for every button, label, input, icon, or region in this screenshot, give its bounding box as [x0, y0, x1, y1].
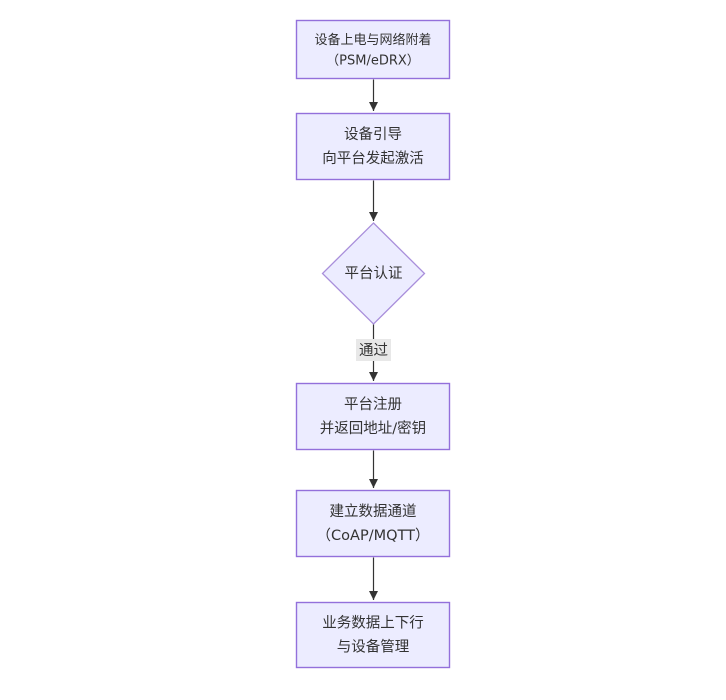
node-auth-decision: 平台认证	[321, 222, 426, 325]
node-auth-diamond	[321, 222, 426, 325]
node-power-attach-line1: 设备上电与网络附着	[314, 32, 431, 48]
node-register-line2: 并返回地址/密钥	[320, 420, 426, 437]
node-bootstrap-line1: 设备引导	[344, 126, 402, 143]
node-channel: 建立数据通道 （CoAP/MQTT）	[295, 489, 451, 558]
edge-label-pass-bg	[356, 339, 391, 361]
node-bootstrap-box	[295, 112, 451, 181]
node-register-box	[295, 382, 451, 451]
node-business-line2: 与设备管理	[337, 639, 410, 656]
node-register-line1: 平台注册	[344, 396, 402, 413]
node-channel-box	[295, 489, 451, 558]
node-business: 业务数据上下行 与设备管理	[295, 601, 451, 669]
node-bootstrap: 设备引导 向平台发起激活	[295, 112, 451, 181]
edge-label-pass: 通过	[356, 339, 391, 361]
node-business-line1: 业务数据上下行	[322, 615, 424, 632]
node-power-attach: 设备上电与网络附着 （PSM/eDRX）	[295, 19, 451, 80]
edge-label-pass-text: 通过	[359, 342, 388, 359]
node-power-attach-line2: （PSM/eDRX）	[326, 54, 420, 69]
node-channel-line2: （CoAP/MQTT）	[317, 527, 430, 544]
node-bootstrap-line2: 向平台发起激活	[322, 150, 424, 167]
node-power-attach-box	[295, 19, 451, 80]
node-register: 平台注册 并返回地址/密钥	[295, 382, 451, 451]
node-auth-label: 平台认证	[345, 265, 403, 282]
node-channel-line1: 建立数据通道	[330, 503, 417, 520]
node-business-box	[295, 601, 451, 669]
